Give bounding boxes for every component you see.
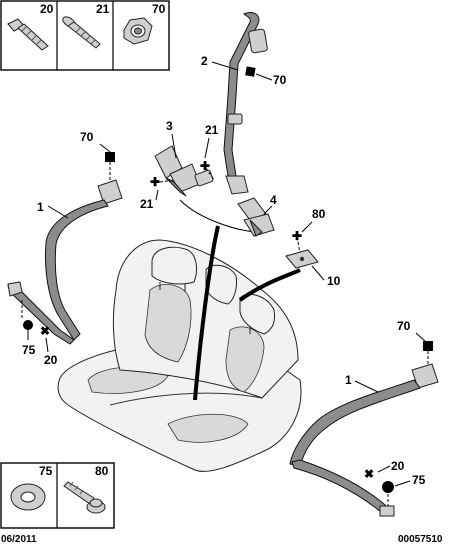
parts-box-ref-20: 20 bbox=[40, 2, 54, 16]
parts-box-top: 20 21 70 bbox=[0, 0, 170, 71]
callout-screw-buckle-lower: 21 bbox=[140, 197, 154, 211]
parts-box-ref-70: 70 bbox=[152, 2, 166, 16]
callout-screw-bracket: 80 bbox=[312, 207, 326, 221]
connector-stroke-center bbox=[193, 225, 220, 401]
nut-marker-right bbox=[423, 341, 433, 351]
right-belt bbox=[289, 363, 439, 517]
parts-box-ref-80: 80 bbox=[95, 464, 109, 478]
cross-marker-buckle-upper: ✚ bbox=[200, 159, 210, 173]
callout-bolt-right: 20 bbox=[391, 459, 405, 473]
callout-washer-left: 75 bbox=[22, 343, 36, 357]
nut-icon bbox=[123, 17, 153, 45]
left-belt bbox=[7, 179, 123, 345]
callout-belt-center-upper: 2 bbox=[201, 54, 208, 68]
nut-marker-left bbox=[105, 152, 115, 162]
parts-box-bottom: 75 80 bbox=[0, 462, 115, 529]
rear-seat bbox=[57, 239, 302, 472]
callout-bolt-left: 20 bbox=[44, 353, 58, 367]
footer-date: 06/2011 bbox=[1, 534, 37, 545]
callout-nut-center: 70 bbox=[273, 73, 287, 87]
bracket bbox=[285, 249, 319, 269]
callout-nut-right: 70 bbox=[397, 319, 411, 333]
footer-reference: 00057510 bbox=[398, 534, 443, 545]
cross-marker-left: ✖ bbox=[40, 324, 50, 338]
washer-icon bbox=[10, 483, 46, 511]
callout-screw-buckle-upper: 21 bbox=[205, 123, 219, 137]
center-upper-belt bbox=[223, 11, 268, 195]
callout-bracket: 10 bbox=[327, 274, 341, 288]
callout-belt-right: 1 bbox=[345, 373, 352, 387]
callout-washer-right: 75 bbox=[412, 473, 426, 487]
center-lower-anchor bbox=[237, 197, 275, 237]
cross-marker-bracket: ✚ bbox=[292, 229, 302, 243]
parts-box-ref-21: 21 bbox=[96, 2, 110, 16]
callout-buckle: 3 bbox=[166, 119, 173, 133]
nut-marker-center bbox=[245, 66, 256, 77]
callout-center-anchor: 4 bbox=[270, 193, 277, 207]
parts-box-ref-75: 75 bbox=[39, 464, 53, 478]
callout-belt-left: 1 bbox=[37, 200, 44, 214]
cross-marker-right: ✖ bbox=[364, 467, 374, 481]
bolt-icon bbox=[7, 18, 49, 51]
callout-nut-left: 70 bbox=[80, 130, 94, 144]
connector-stroke-bracket bbox=[238, 268, 301, 302]
screw-with-washer-icon bbox=[63, 481, 106, 514]
washer-marker-left bbox=[23, 320, 33, 330]
washer-marker-right bbox=[382, 481, 394, 493]
screw-icon bbox=[62, 16, 101, 49]
cross-marker-buckle-lower: ✚ bbox=[150, 175, 160, 189]
